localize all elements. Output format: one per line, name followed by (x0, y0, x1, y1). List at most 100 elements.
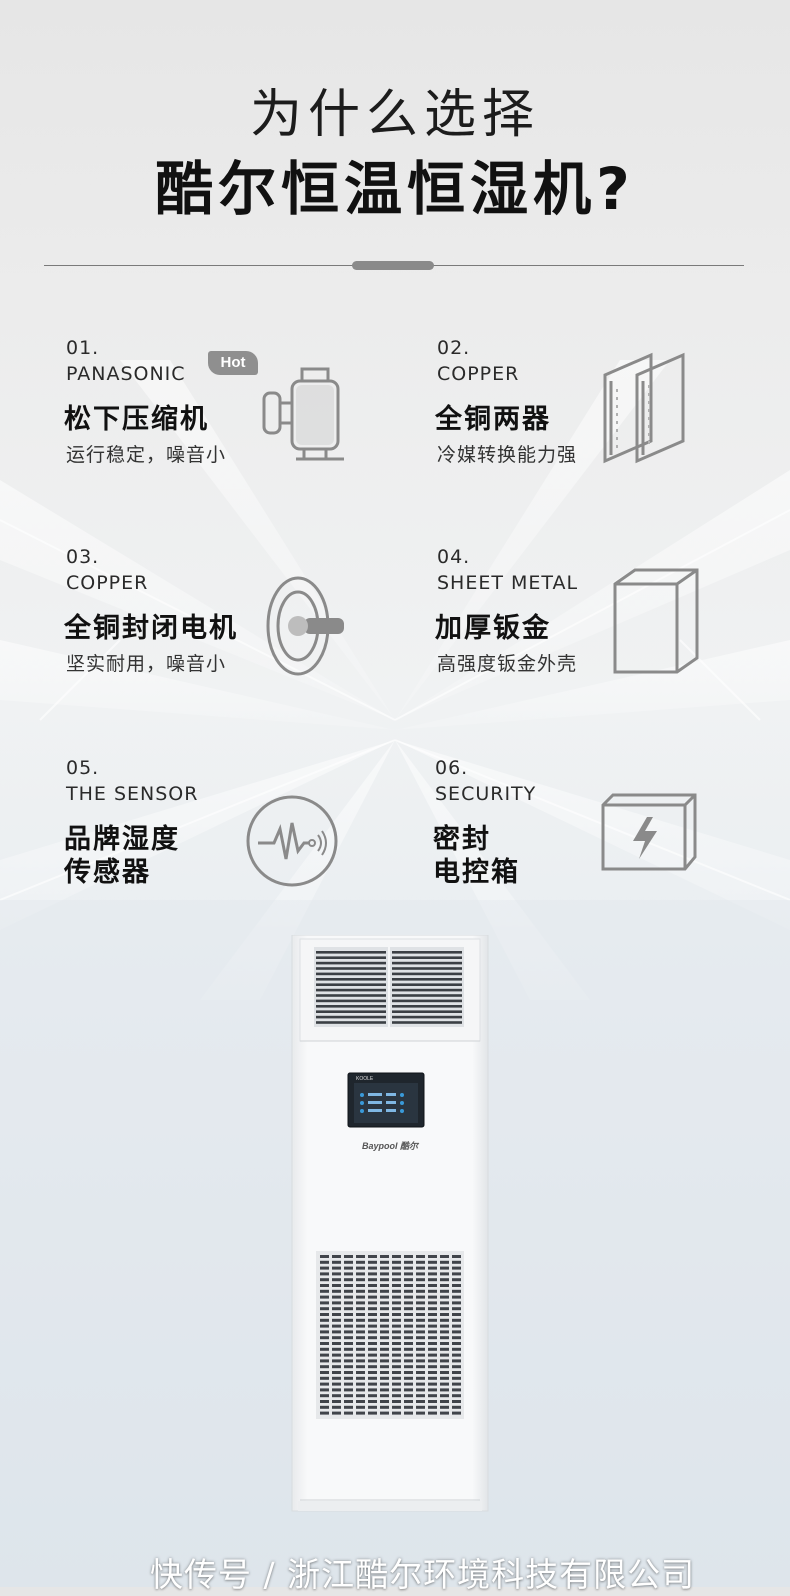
vent-hole (440, 1272, 449, 1276)
feature-title-line1: 品牌湿度 (64, 824, 180, 855)
vent-hole (332, 1272, 341, 1276)
vent-hole (380, 1278, 389, 1282)
vent-hole (428, 1400, 437, 1403)
vent-slat (392, 956, 462, 959)
title-divider-pill (352, 261, 434, 270)
vent-hole (452, 1278, 461, 1282)
vent-hole (356, 1394, 365, 1398)
vent-hole (332, 1330, 341, 1334)
vent-hole (392, 1324, 401, 1328)
vent-hole (404, 1382, 413, 1386)
vent-slat (392, 1021, 462, 1024)
vent-hole (368, 1388, 377, 1392)
vent-hole (320, 1347, 329, 1351)
vent-hole (320, 1388, 329, 1392)
vent-hole (368, 1260, 377, 1264)
vent-hole (392, 1405, 401, 1409)
vent-slat (392, 994, 462, 997)
vent-hole (332, 1365, 341, 1369)
vent-hole (452, 1336, 461, 1340)
vent-hole (320, 1307, 329, 1311)
vent-hole (320, 1255, 329, 1258)
vent-hole (380, 1260, 389, 1264)
vent-slat (392, 988, 462, 992)
feature-title-line2: 电控箱 (433, 857, 520, 888)
vent-slat (392, 951, 462, 954)
vent-hole (404, 1301, 413, 1305)
vent-hole (440, 1371, 449, 1374)
vent-hole (428, 1371, 437, 1374)
vent-hole (416, 1376, 425, 1380)
vent-hole (416, 1255, 425, 1258)
vent-hole (356, 1330, 365, 1334)
vent-hole (380, 1342, 389, 1345)
vent-hole (380, 1400, 389, 1403)
hot-badge: Hot (208, 351, 258, 375)
vent-hole (392, 1336, 401, 1340)
feature-title: 加厚钣金 (435, 613, 551, 644)
vent-hole (404, 1260, 413, 1264)
vent-hole (320, 1400, 329, 1403)
vent-hole (320, 1382, 329, 1386)
vent-slat (392, 1015, 462, 1019)
vent-slat (392, 972, 462, 976)
vent-hole (392, 1313, 401, 1316)
feature-desc: 坚实耐用，噪音小 (66, 653, 227, 675)
feature-en-label: COPPER (437, 363, 520, 385)
vent-hole (332, 1307, 341, 1311)
vent-hole (356, 1382, 365, 1386)
vent-hole (392, 1330, 401, 1334)
vent-hole (380, 1289, 389, 1293)
vent-hole (440, 1394, 449, 1398)
vent-hole (392, 1371, 401, 1374)
vent-hole (344, 1400, 353, 1403)
vent-hole (452, 1411, 461, 1415)
vent-hole (356, 1371, 365, 1374)
vent-hole (368, 1313, 377, 1316)
vent-hole (332, 1255, 341, 1258)
vent-hole (428, 1272, 437, 1276)
vent-hole (452, 1371, 461, 1374)
vent-hole (320, 1405, 329, 1409)
vent-hole (428, 1330, 437, 1334)
vent-hole (380, 1330, 389, 1334)
vent-hole (380, 1272, 389, 1276)
vent-hole (416, 1411, 425, 1415)
vent-slat (316, 972, 386, 976)
vent-slat (316, 983, 386, 986)
vent-slat (316, 988, 386, 992)
feature-number: 01. (66, 337, 100, 359)
vent-hole (344, 1260, 353, 1264)
vent-hole (404, 1371, 413, 1374)
vent-hole (356, 1278, 365, 1282)
vent-hole (368, 1365, 377, 1369)
feature-desc: 高强度钣金外壳 (437, 653, 578, 675)
vent-hole (452, 1255, 461, 1258)
vent-hole (428, 1318, 437, 1322)
watermark-text: 快传号 / 浙江酷尔环境科技有限公司 (150, 1555, 696, 1594)
vent-hole (320, 1266, 329, 1270)
vent-hole (320, 1301, 329, 1305)
vent-slat (316, 1010, 386, 1013)
vent-hole (404, 1365, 413, 1369)
vent-hole (404, 1405, 413, 1409)
vent-hole (428, 1365, 437, 1369)
vent-hole (344, 1330, 353, 1334)
vent-hole (368, 1353, 377, 1357)
feature-en-label: SHEET METAL (437, 572, 579, 594)
vent-hole (332, 1278, 341, 1282)
vent-hole (416, 1295, 425, 1299)
vent-hole (320, 1376, 329, 1380)
vent-hole (368, 1411, 377, 1415)
vent-hole (332, 1301, 341, 1305)
vent-slat (316, 994, 386, 997)
vent-hole (404, 1330, 413, 1334)
vent-hole (320, 1336, 329, 1340)
vent-hole (392, 1382, 401, 1386)
vent-hole (368, 1318, 377, 1322)
vent-hole (428, 1342, 437, 1345)
vent-hole (440, 1353, 449, 1357)
vent-hole (428, 1382, 437, 1386)
vent-hole (344, 1388, 353, 1392)
vent-hole (380, 1255, 389, 1258)
